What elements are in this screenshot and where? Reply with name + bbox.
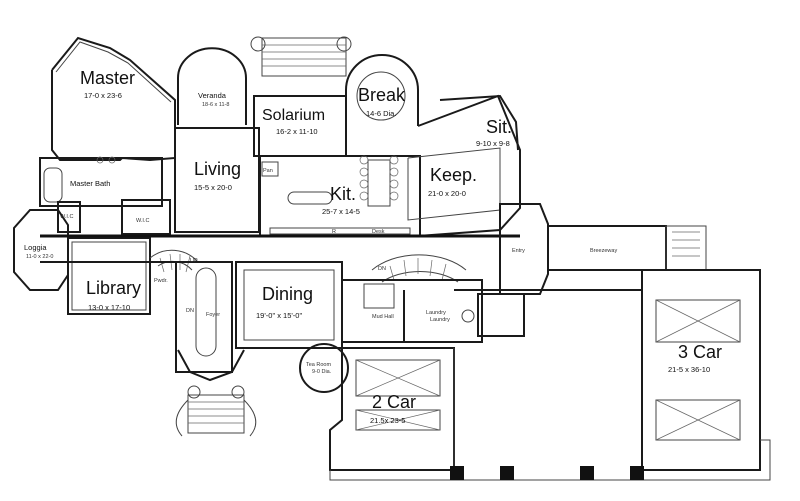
break-dim: 14-6 Dia. xyxy=(366,109,396,118)
tea-room-dim: 9-0 Dia. xyxy=(312,369,332,375)
room-labels: Master 17-0 x 23-6 Veranda 18-6 x 11-8 S… xyxy=(24,68,722,425)
foyer-label: Foyer xyxy=(206,312,220,318)
central-walls xyxy=(40,36,549,393)
master-bath-label: Master Bath xyxy=(70,179,110,188)
pan-label: Pan xyxy=(263,168,273,174)
kit-label: Kit. xyxy=(330,184,356,204)
r-label: R xyxy=(332,229,336,235)
wic2-label: W.I.C xyxy=(136,218,149,224)
dining-dim: 19'-0" x 15'-0" xyxy=(256,311,302,320)
three-car-dim: 21-5 x 36-10 xyxy=(668,365,710,374)
living-dim: 15-5 x 20-0 xyxy=(194,183,232,192)
kit-dim: 25-7 x 14-5 xyxy=(322,207,360,216)
library-dim: 13-0 x 17-10 xyxy=(88,303,130,312)
powder-label: Pwdr. xyxy=(154,278,168,284)
keep-dim: 21-0 x 20-0 xyxy=(428,189,466,198)
solarium-dim: 16-2 x 11-10 xyxy=(276,127,318,136)
veranda-dim: 18-6 x 11-8 xyxy=(202,102,229,108)
master-label: Master xyxy=(80,68,135,88)
veranda-label: Veranda xyxy=(198,91,227,100)
west-wing-walls xyxy=(13,36,257,437)
living-label: Living xyxy=(194,159,241,179)
desk-label: Desk xyxy=(372,229,385,235)
sit-label: Sit. xyxy=(486,117,512,137)
keep-label: Keep. xyxy=(430,165,477,185)
master-dim: 17-0 x 23-6 xyxy=(84,91,122,100)
tea-room-label: Tea Room xyxy=(306,362,331,368)
laundry-label: Laundry xyxy=(426,310,446,316)
wic1-label: W.I.C xyxy=(60,214,73,220)
laundry-sub: Laundry xyxy=(430,317,450,323)
mud-hall-label: Mud Hall xyxy=(372,314,394,320)
sit-dim: 9-10 x 9-8 xyxy=(476,139,510,148)
two-car-label: 2 Car xyxy=(372,392,416,412)
break-label: Break xyxy=(358,85,406,105)
dn-label-2: DN xyxy=(378,266,386,272)
loggia-label: Loggia xyxy=(24,243,47,252)
dining-label: Dining xyxy=(262,284,313,304)
solarium-label: Solarium xyxy=(262,107,325,124)
garage-walls xyxy=(329,225,771,481)
entry-label: Entry xyxy=(512,248,525,254)
loggia-dim: 11-0 x 22-0 xyxy=(26,254,53,260)
dn-label-1: DN xyxy=(186,308,194,314)
up-label: UP xyxy=(190,258,198,264)
three-car-label: 3 Car xyxy=(678,342,722,362)
library-label: Library xyxy=(86,278,141,298)
breezeway-label: Breezeway xyxy=(590,248,617,254)
two-car-dim: 21.5x 23-5 xyxy=(370,416,405,425)
